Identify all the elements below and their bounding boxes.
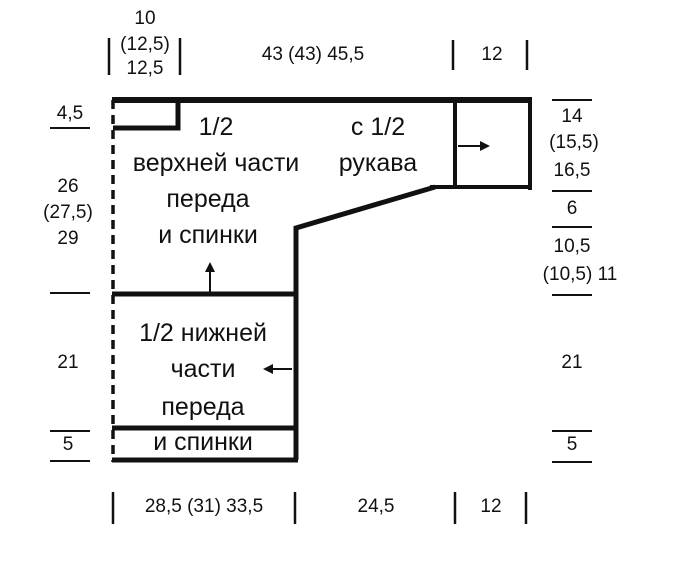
lower-piece-label-2: части bbox=[170, 355, 236, 383]
right-dim-sleeve-a: 14 bbox=[561, 106, 583, 127]
right-dimension-dividers bbox=[552, 99, 592, 463]
top-dimension-ticks bbox=[107, 38, 529, 75]
arrow-right-icon bbox=[458, 141, 490, 151]
lower-piece-label-1: 1/2 нижней bbox=[139, 319, 267, 347]
lower-piece-label-4: и спинки bbox=[153, 428, 253, 456]
right-dim-armhole-a: 10,5 bbox=[553, 236, 591, 257]
left-dim-hem: 5 bbox=[62, 434, 74, 455]
right-dim-armhole-b: (10,5) 11 bbox=[542, 264, 618, 285]
top-dim-neck-a: 10 bbox=[134, 8, 156, 29]
right-dim-sleeve-c: 16,5 bbox=[553, 160, 591, 181]
left-dim-shoulder: 4,5 bbox=[56, 103, 84, 124]
neckline-notch bbox=[113, 100, 181, 131]
left-dimension-dividers bbox=[50, 127, 90, 462]
upper-piece-label-1: 1/2 bbox=[198, 113, 234, 141]
top-dim-shoulder-sleeve: 43 (43) 45,5 bbox=[261, 44, 365, 65]
sleeve-underside bbox=[293, 184, 436, 460]
bottom-dimension-ticks bbox=[111, 492, 528, 524]
top-dim-neck-c: 12,5 bbox=[126, 58, 164, 79]
sleeve-piece-label-2: рукава bbox=[338, 149, 418, 177]
top-dim-neck-b: (12,5) bbox=[120, 34, 170, 55]
right-dim-hem: 5 bbox=[566, 434, 578, 455]
left-dim-lower: 21 bbox=[57, 352, 79, 373]
bottom-dim-sleeve: 24,5 bbox=[357, 496, 395, 517]
upper-piece-label-2: верхней части bbox=[132, 149, 300, 177]
bottom-dim-body: 28,5 (31) 33,5 bbox=[144, 496, 264, 517]
arrow-up-icon bbox=[205, 262, 215, 294]
right-dim-lower: 21 bbox=[561, 352, 583, 373]
right-dim-sleeve-slope: 6 bbox=[566, 198, 578, 219]
top-dim-cuff: 12 bbox=[481, 44, 503, 65]
right-dim-sleeve-b: (15,5) bbox=[549, 132, 599, 153]
left-dim-upper-b: (27,5) bbox=[43, 202, 93, 223]
left-dim-upper-c: 29 bbox=[57, 228, 79, 249]
lower-piece-label-3: переда bbox=[161, 393, 245, 421]
bottom-dim-cuff: 12 bbox=[480, 496, 502, 517]
upper-piece-label-3: переда bbox=[166, 185, 250, 213]
sleeve-piece-label-1: с 1/2 bbox=[350, 113, 406, 141]
left-dim-upper-a: 26 bbox=[57, 176, 79, 197]
upper-piece-label-4: и спинки bbox=[158, 221, 258, 249]
arrow-left-icon bbox=[263, 364, 292, 374]
